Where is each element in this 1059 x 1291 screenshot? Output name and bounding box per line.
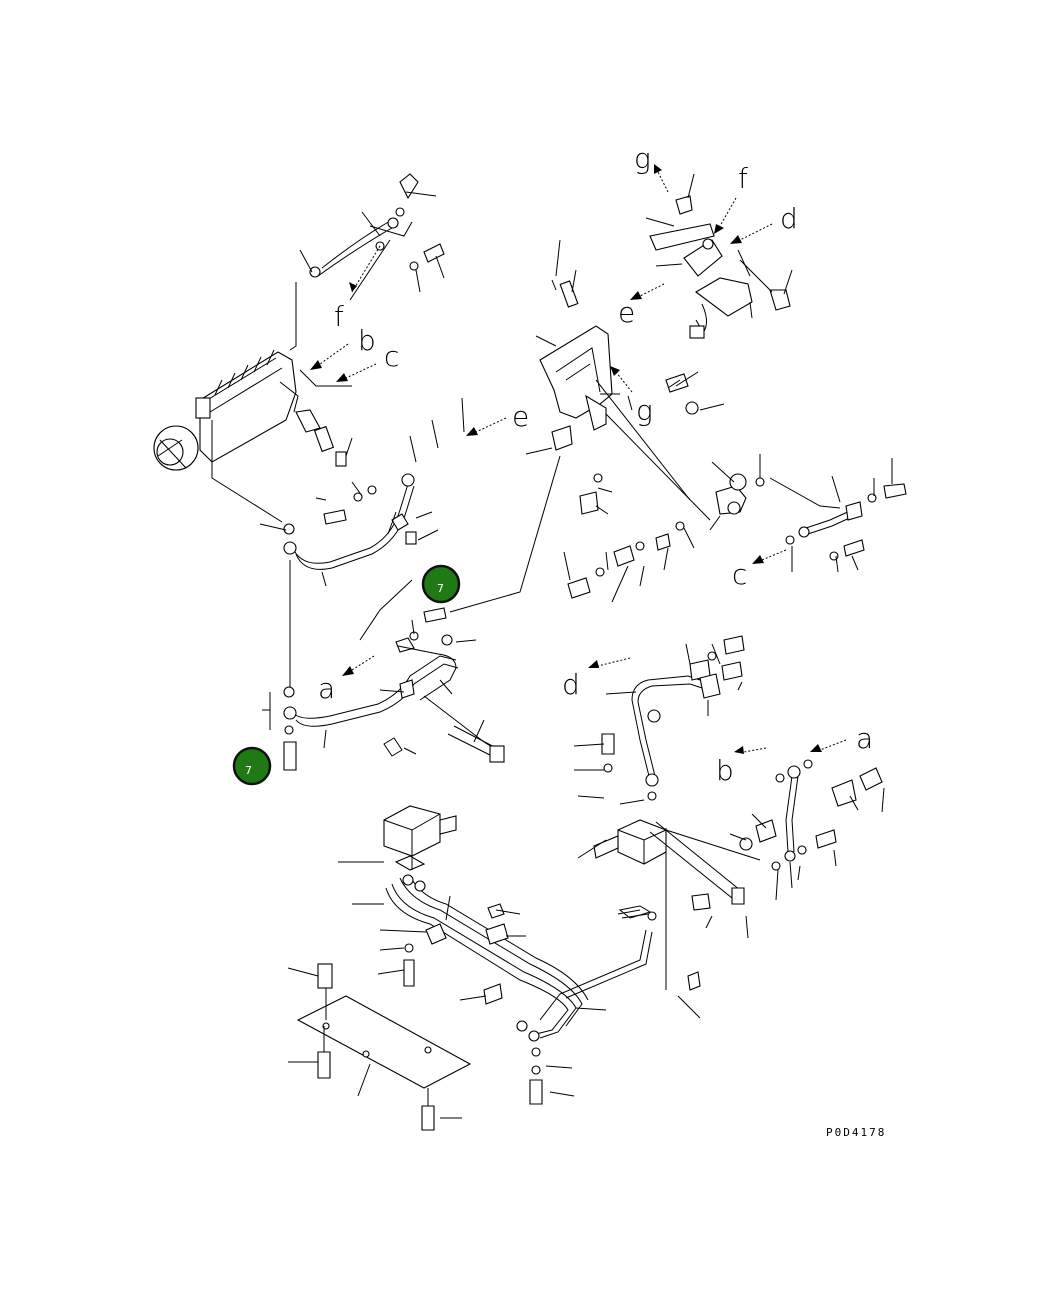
callout-badge-upper[interactable]: 7: [421, 564, 461, 604]
mounting-plate: [296, 963, 472, 1131]
right-fittings: [567, 473, 907, 599]
label-f-top: f: [738, 162, 748, 195]
connection-labels: g f d e g f b c e c a d b a: [318, 142, 873, 787]
short-fuel-pipe: [739, 759, 883, 871]
callout-badge-lower[interactable]: 7: [232, 746, 272, 786]
badge-label: 7: [245, 764, 252, 777]
label-b-right: b: [716, 754, 734, 787]
label-e-left: e: [512, 400, 529, 433]
label-c-right: c: [732, 558, 747, 591]
upper-fuel-pipe: [289, 173, 445, 351]
label-d-right: d: [562, 668, 580, 701]
badge-label: 7: [437, 582, 444, 595]
label-f-left: f: [334, 300, 344, 333]
lower-fuel-lines: [385, 874, 653, 1105]
lower-fuel-pipe: [262, 607, 505, 771]
pump-fittings: [295, 369, 352, 467]
label-a-left: a: [318, 672, 335, 705]
junction-block: [593, 791, 761, 991]
label-g-top: g: [634, 142, 651, 175]
label-c-left: c: [384, 340, 399, 373]
drawing-reference-code: P0D4178: [826, 1126, 886, 1139]
right-fuel-pipe: [601, 635, 745, 787]
leader-lines: [259, 173, 893, 1119]
label-b-left: b: [358, 324, 376, 357]
lever-assembly: [649, 195, 791, 415]
relay-block: [383, 805, 457, 871]
bracket-assembly: [539, 279, 711, 521]
injection-pump: [153, 349, 299, 523]
label-g-mid: g: [636, 394, 653, 427]
label-e-mid: e: [618, 296, 635, 329]
label-a-right: a: [856, 722, 873, 755]
label-d-top: d: [780, 202, 798, 235]
middle-fuel-pipe: [283, 473, 417, 690]
control-rod: [359, 455, 561, 641]
direction-arrows: [310, 164, 847, 754]
